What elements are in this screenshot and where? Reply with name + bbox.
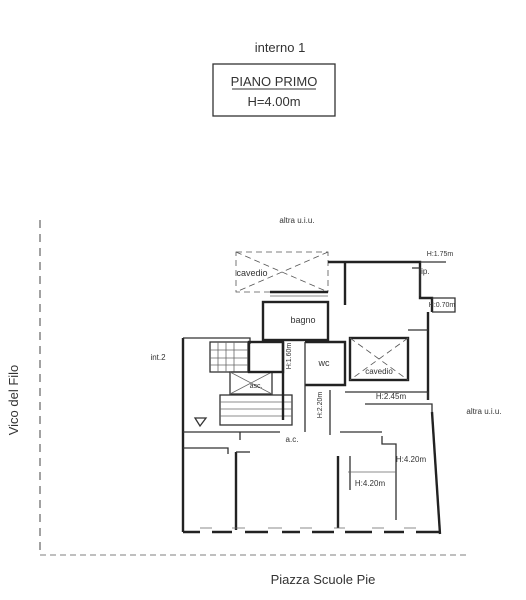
wc-label: wc: [318, 358, 330, 368]
bagno-label: bagno: [290, 315, 315, 325]
rip-label: rip.: [418, 267, 429, 276]
building-walls: [181, 329, 442, 535]
cavedio-top-label: cavedio: [236, 268, 267, 278]
height-wc: H:1.60m: [286, 343, 293, 370]
altra-uiu-top-label: altra u.i.u.: [279, 216, 314, 225]
bagno-room: [261, 300, 330, 342]
ac-label: a.c.: [286, 435, 299, 444]
cavedio-mid-label: cavedio: [365, 367, 393, 376]
street-label-bottom: Piazza Scuole Pie: [271, 572, 376, 587]
floor-title: PIANO PRIMO: [231, 74, 318, 89]
height-landing: H:2.45m: [376, 392, 407, 401]
asc-label: asc.: [250, 383, 263, 390]
height-label: H=4.00m: [247, 94, 300, 109]
height-rip-lower: H:0.70m: [429, 302, 456, 309]
cavedio-top: [235, 251, 329, 297]
height-corridor: H:2.20m: [317, 392, 324, 419]
altra-uiu-right-label: altra u.i.u.: [466, 407, 501, 416]
height-center-room: H:4.20m: [355, 479, 386, 488]
height-right-room: H:4.20m: [396, 455, 427, 464]
upper-right-rooms: [328, 260, 456, 400]
height-rip-upper: H:1.75m: [427, 251, 454, 258]
street-label-left: Vico del Filo: [6, 365, 21, 436]
int2-label: int.2: [150, 353, 166, 362]
unit-label: interno 1: [255, 40, 306, 55]
title-box: [212, 63, 336, 117]
